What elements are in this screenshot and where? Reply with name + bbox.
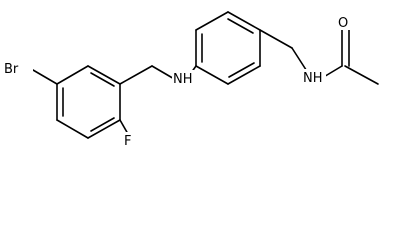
double-bond-inner (228, 62, 255, 78)
bond (227, 11, 261, 31)
bond (87, 119, 121, 139)
bond (56, 65, 89, 85)
double-bond-inner (90, 72, 115, 87)
label-bg (3, 60, 33, 78)
label-bg (122, 132, 136, 148)
bond (56, 119, 89, 139)
phenyl-ring (195, 11, 261, 85)
bromofluorophenyl-ring (56, 65, 121, 139)
amide-nh-label: NH (303, 71, 323, 86)
double-bond-inner (90, 117, 115, 132)
c-br-bond (32, 69, 58, 85)
fluorine-label: F (124, 134, 131, 149)
ring-n-amide-bond (259, 29, 293, 49)
bromine-label: Br (4, 62, 19, 77)
bond (87, 65, 121, 85)
bond (195, 65, 229, 85)
label-bg (172, 70, 194, 88)
c-methyl-bond (344, 65, 379, 85)
c-ch2-bond (119, 65, 153, 85)
label-bg (302, 69, 326, 87)
amine-nh-label: NH (173, 72, 193, 87)
bond (227, 65, 261, 85)
oxygen-label: O (338, 16, 348, 31)
bond (195, 11, 229, 31)
molecule-structure: Br F NH NH O (3, 11, 379, 149)
double-bond-inner (227, 18, 254, 34)
c-f-bond (119, 119, 129, 135)
label-bg (336, 14, 356, 30)
